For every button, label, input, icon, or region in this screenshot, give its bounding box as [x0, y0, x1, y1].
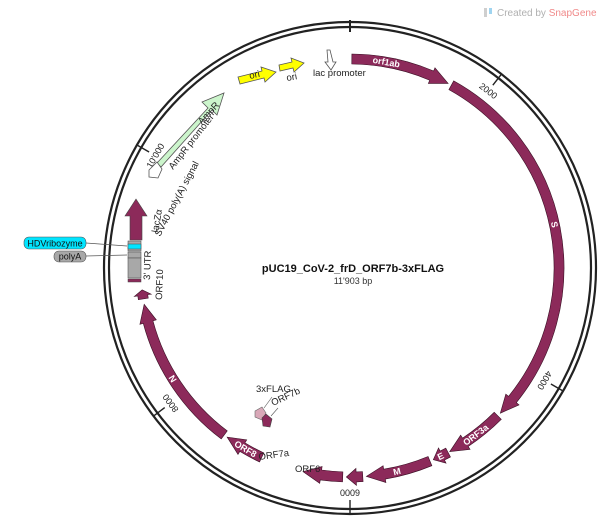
utr3-label: 3' UTR: [142, 250, 154, 280]
tick-mark: [136, 144, 150, 153]
hdvribozyme-label: HDVribozyme: [27, 239, 82, 249]
plasmid-name: pUC19_CoV-2_frD_ORF7b-3xFLAG: [262, 263, 444, 275]
tick-mark: [492, 73, 503, 86]
feature-lac-promoter[interactable]: lac promoter: [313, 49, 366, 79]
feature-orf10-block[interactable]: [127, 278, 142, 283]
s-label: S: [549, 221, 560, 229]
tick-mark: [550, 383, 564, 392]
snapgene-logo-icon: [484, 8, 492, 17]
feature-m[interactable]: [365, 456, 433, 483]
orf7a-label: ORF7a: [258, 448, 291, 463]
credit-text: Created by SnapGene: [497, 8, 597, 19]
ori-2-label: ori: [286, 71, 298, 84]
tick-mark: [153, 407, 166, 417]
orf10-label: ORF10: [154, 269, 166, 300]
feature-orf8[interactable]: [226, 436, 265, 463]
feature-lacza[interactable]: lacZα: [124, 198, 165, 241]
feature-arcs: [133, 53, 565, 487]
feature-orf6[interactable]: [345, 467, 364, 487]
3xflag-label: 3xFLAG: [256, 384, 291, 395]
feature-sv40-block[interactable]: [127, 251, 142, 259]
e-label: E: [436, 451, 446, 463]
feature-orf10[interactable]: [133, 289, 153, 300]
polya-label: polyA: [59, 252, 82, 262]
feature-s[interactable]: [448, 80, 565, 414]
feature-orf7a[interactable]: [302, 466, 344, 484]
feature-n[interactable]: [139, 303, 228, 440]
feature-e[interactable]: [432, 447, 451, 464]
tick-label: 4000: [535, 369, 554, 391]
ori-1-label: ori: [248, 69, 261, 82]
n-label: N: [167, 373, 179, 384]
snapgene-credit: Created by SnapGene: [484, 8, 597, 19]
tick-label: 6000: [340, 488, 360, 498]
feature-ori-2[interactable]: ori: [278, 57, 305, 84]
tick-label: 8000: [161, 392, 181, 414]
m-label: M: [392, 466, 402, 477]
orf3a-label: ORF3a: [461, 422, 491, 448]
feature-3utr-block[interactable]: [127, 257, 142, 279]
feature-orf1ab[interactable]: [351, 53, 449, 84]
lacza-label: lacZα: [150, 208, 165, 233]
feature-orf3a[interactable]: [449, 411, 502, 453]
plasmid-length: 11'903 bp: [334, 276, 373, 286]
feature-ori-1[interactable]: ori: [237, 66, 277, 85]
feature-hdv-block[interactable]: [127, 243, 142, 250]
orf6-label: ORF6: [295, 464, 320, 475]
lac-promoter-label: lac promoter: [313, 68, 366, 79]
feature-stack: [127, 240, 142, 283]
hdvribozyme-callout[interactable]: HDVribozyme: [23, 236, 128, 250]
polya-callout[interactable]: polyA: [53, 250, 128, 263]
orf1ab-label: orf1ab: [372, 55, 401, 70]
